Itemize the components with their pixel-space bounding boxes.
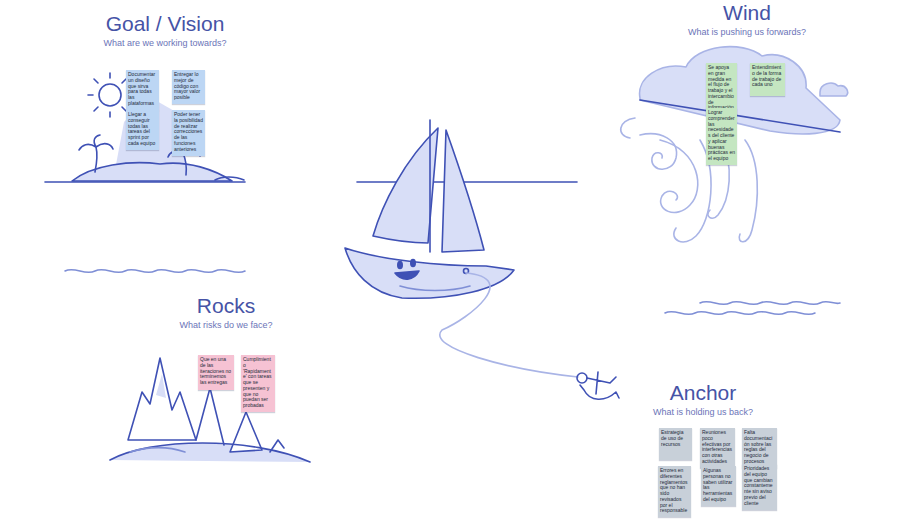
note-text: Llegar a conseguir todas las tareas del … [128, 112, 157, 147]
section-prompt: What is pushing us forwards? [647, 27, 847, 38]
sticky-note: Errores en diferentes reglamentos que no… [658, 466, 691, 517]
sticky-note: Llegar a conseguir todas las tareas del … [126, 110, 159, 150]
sticky-note: Reuniones poco efectivas por interferenc… [700, 428, 735, 468]
sticky-note: Prioridades del equipo que cambian const… [742, 464, 777, 510]
note-text: Entregar lo mejor de código con mayor va… [174, 72, 203, 101]
note-text: Prioridades del equipo que cambian const… [744, 466, 775, 506]
sticky-note: Que en una de las iteraciones no termine… [198, 355, 234, 390]
section-heading: Goal / Vision [65, 12, 265, 36]
sticky-note: Entregar lo mejor de código con mayor va… [172, 70, 205, 104]
sticky-note: Lograr comprender las necesidades del cl… [706, 108, 737, 165]
note-text: Errores en diferentes reglamentos que no… [660, 468, 689, 514]
note-text: Estrategia de uso de recursos [661, 430, 690, 447]
sticky-note: Estrategia de uso de recursos [659, 428, 692, 460]
note-text: Poder tener la posibilidad de realizar c… [174, 112, 203, 152]
section-prompt: What is holding us back? [603, 407, 803, 418]
sticky-note: Falta documentación sobre las reglas del… [742, 428, 777, 468]
sticky-note: Se apoya en gran medida en el flujo de t… [706, 63, 737, 114]
note-text: Algunas personas no saben utilizar las h… [703, 468, 734, 503]
section-heading: Rocks [126, 294, 326, 318]
note-text: Documentar un diseño que sirva para toda… [128, 72, 157, 107]
note-text: Lograr comprender las necesidades del cl… [708, 110, 735, 162]
note-text: Cumplimiento 'Rapidamente' con tareas qu… [243, 357, 273, 409]
sticky-note: Cumplimiento 'Rapidamente' con tareas qu… [241, 355, 275, 412]
sticky-note: Poder tener la posibilidad de realizar c… [172, 110, 205, 156]
section-prompt: What risks do we face? [126, 320, 326, 331]
note-text: Se apoya en gran medida en el flujo de t… [708, 65, 735, 111]
note-text: Reuniones poco efectivas por interferenc… [702, 430, 733, 465]
section-heading: Anchor [603, 381, 803, 405]
note-text: Que en una de las iteraciones no termine… [200, 357, 232, 386]
note-text: Entendimiento de la forma de trabajo de … [752, 65, 783, 88]
note-text: Falta documentación sobre las reglas del… [744, 430, 775, 465]
section-heading: Wind [647, 1, 847, 25]
sticky-note: Entendimiento de la forma de trabajo de … [750, 63, 785, 96]
sticky-note: Algunas personas no saben utilizar las h… [701, 466, 736, 506]
section-prompt: What are we working towards? [65, 38, 265, 49]
sticky-note: Documentar un diseño que sirva para toda… [126, 70, 159, 110]
